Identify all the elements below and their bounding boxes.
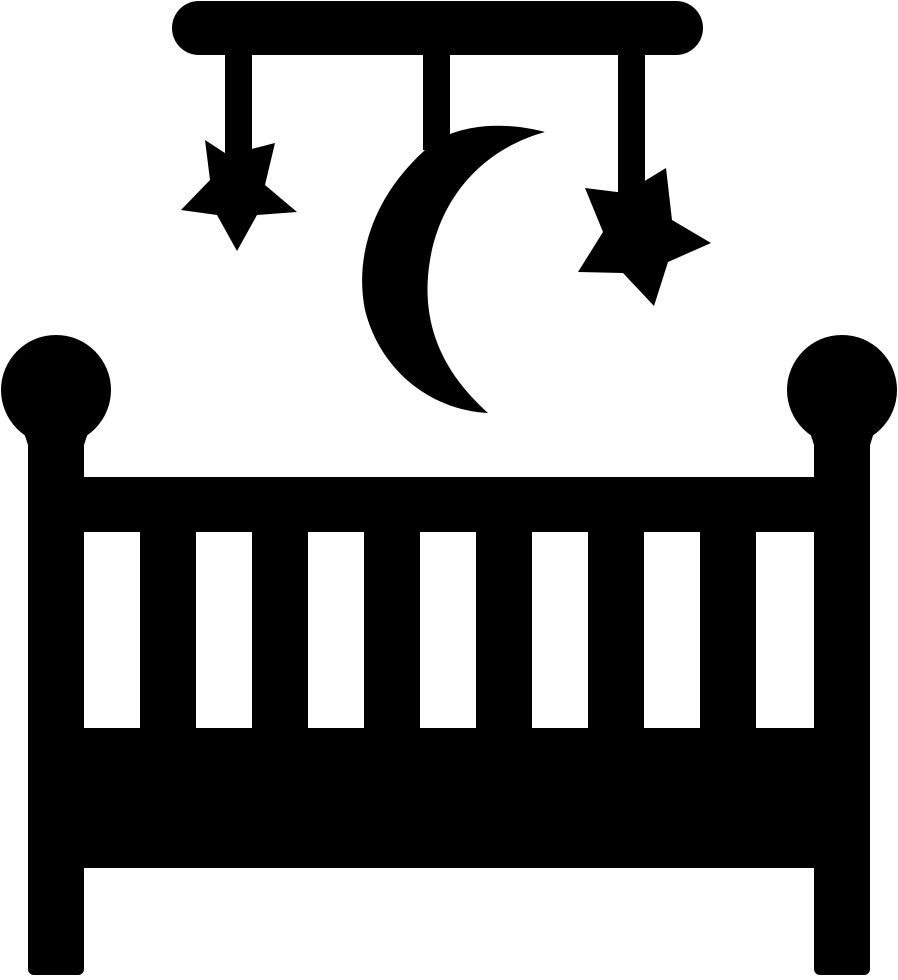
crib-slat <box>476 530 532 730</box>
crib-slat <box>700 530 756 730</box>
right-post-neck <box>806 420 878 445</box>
crib <box>1 335 897 975</box>
crib-slat <box>140 530 196 730</box>
moon-icon <box>362 125 545 414</box>
mobile <box>172 1 711 414</box>
crib-slats <box>140 530 756 730</box>
crib-slat <box>364 530 420 730</box>
top-rail <box>84 477 814 532</box>
star-left-icon <box>181 140 297 251</box>
left-post <box>28 440 84 975</box>
crib-slat <box>588 530 644 730</box>
mobile-string-left <box>225 50 252 155</box>
left-post-neck <box>20 420 92 445</box>
left-post-knob <box>1 335 111 445</box>
mobile-string-right <box>618 50 645 195</box>
crib-slat <box>252 530 308 730</box>
bottom-panel <box>84 728 814 868</box>
mobile-string-center <box>423 50 450 150</box>
right-post-knob <box>787 335 897 445</box>
mobile-bar <box>172 1 703 55</box>
right-post <box>814 440 870 975</box>
star-right-icon <box>578 168 711 306</box>
